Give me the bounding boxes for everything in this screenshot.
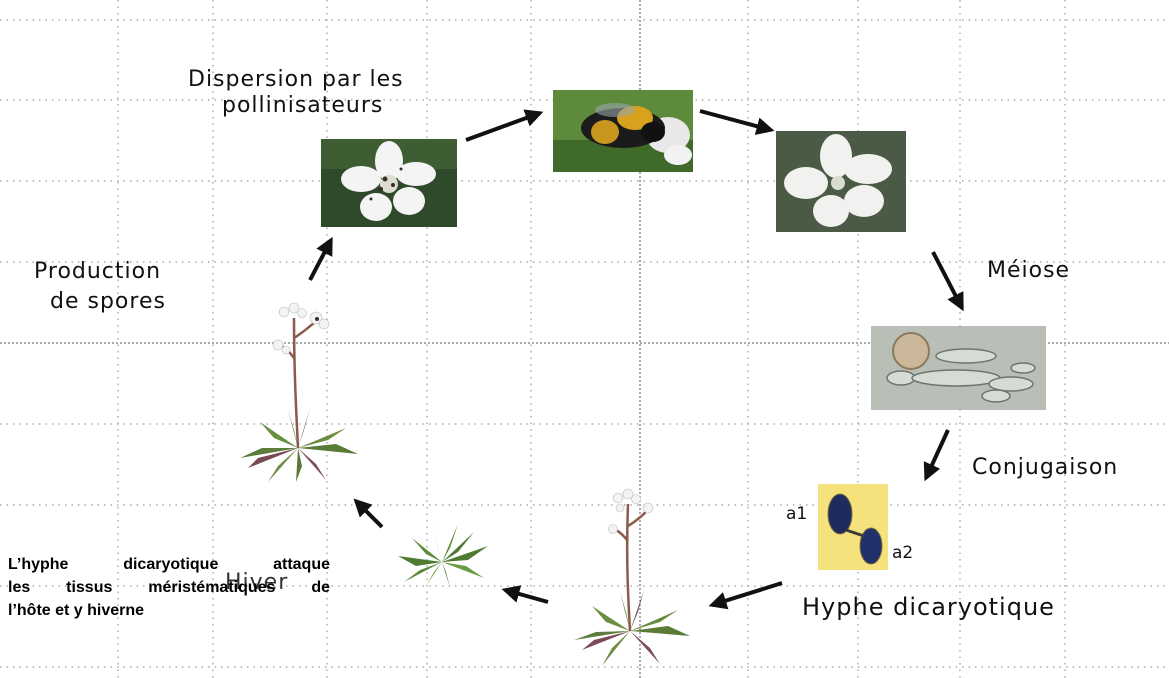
hyphe-note: L’hyphe dicaryotique attaque les tissus … [8, 553, 330, 622]
bumblebee-image [553, 90, 693, 172]
flowering-plant-bottom-image [568, 486, 696, 670]
rosette-plant-image [392, 520, 494, 590]
flowering-plant-left-image [228, 298, 368, 486]
dispersion-label-line2: pollinisateurs [222, 92, 404, 120]
production-label-line1: Production [34, 258, 166, 286]
hyphe-note-line2: les tissus méristématiques de [8, 576, 330, 599]
spotted-flower-image [321, 139, 457, 227]
hyphe-note-line3: l’hôte et y hiverne [8, 599, 330, 622]
hyphe-dicaryotique-label: Hyphe dicaryotique [802, 593, 1055, 621]
spores-micrograph-image [871, 326, 1046, 410]
hyphe-note-line1: L’hyphe dicaryotique attaque [8, 553, 330, 576]
conjugaison-label: Conjugaison [972, 454, 1118, 482]
production-label: Production de spores [34, 258, 166, 316]
production-label-line2: de spores [50, 288, 166, 316]
white-flower-image [776, 131, 906, 232]
cell-a2-label: a2 [892, 539, 913, 567]
meiose-label: Méiose [987, 257, 1070, 285]
dispersion-label: Dispersion par les pollinisateurs [188, 66, 404, 120]
conjugation-cells-image [818, 484, 888, 570]
cell-a1-label: a1 [786, 500, 807, 528]
dispersion-label-line1: Dispersion par les [188, 66, 404, 94]
